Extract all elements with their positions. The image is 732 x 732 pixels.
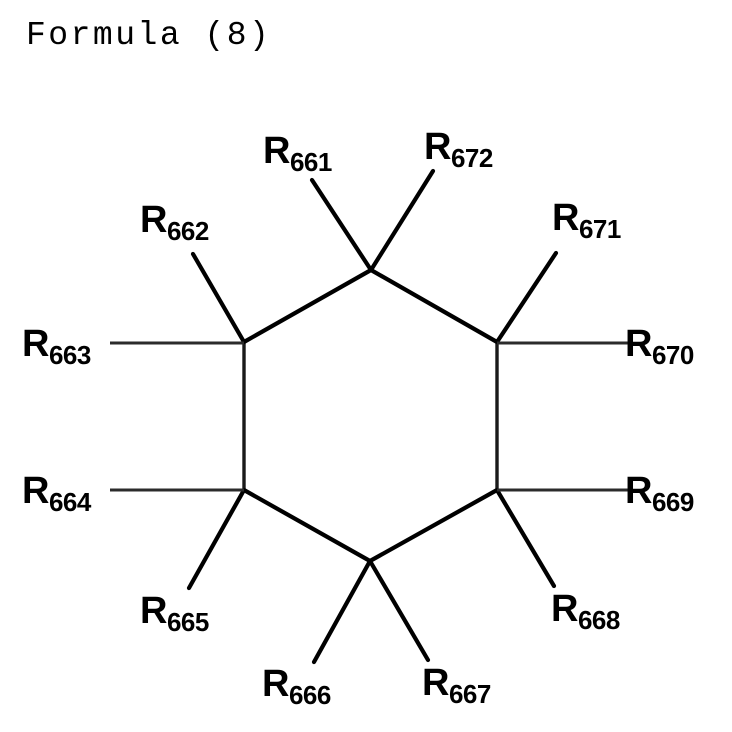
bond-to-R666 bbox=[311, 558, 373, 665]
bond-to-R667 bbox=[367, 558, 431, 663]
substituent-base-R670: R bbox=[625, 323, 652, 365]
substituent-label-R661: R661 bbox=[263, 130, 332, 177]
substituent-base-R667: R bbox=[422, 662, 449, 704]
substituent-subscript-R666: 666 bbox=[288, 680, 331, 710]
ring-bond-bottom-right bbox=[367, 487, 500, 564]
ring-bond-bottom-left bbox=[241, 487, 373, 564]
substituent-subscript-R668: 668 bbox=[577, 605, 620, 635]
substituent-label-R668: R668 bbox=[551, 588, 620, 635]
bond-to-R668 bbox=[494, 487, 557, 589]
substituent-subscript-R662: 662 bbox=[166, 216, 209, 246]
ring-side-bonds bbox=[242, 342, 499, 490]
substituent-base-R672: R bbox=[424, 126, 451, 168]
substituent-subscript-R661: 661 bbox=[289, 147, 332, 177]
substituent-subscript-R663: 663 bbox=[48, 340, 91, 370]
substituent-base-R665: R bbox=[140, 590, 167, 632]
horizontal-substituent-bonds bbox=[110, 341, 629, 492]
page-title: Formula (8) bbox=[26, 17, 272, 54]
substituent-base-R661: R bbox=[263, 130, 290, 172]
ring-bonds bbox=[241, 267, 500, 564]
substituent-base-R664: R bbox=[22, 470, 49, 512]
substituent-label-R670: R670 bbox=[625, 323, 694, 370]
substituent-label-R671: R671 bbox=[552, 197, 621, 244]
ring-bond-top-right bbox=[368, 267, 500, 345]
substituent-subscript-R665: 665 bbox=[166, 607, 209, 637]
substituent-base-R663: R bbox=[22, 323, 49, 365]
substituent-base-R662: R bbox=[140, 199, 167, 241]
substituent-base-R671: R bbox=[552, 197, 579, 239]
substituent-label-R665: R665 bbox=[140, 590, 209, 637]
bond-to-R671 bbox=[494, 250, 559, 345]
ring-bond-top-left bbox=[241, 267, 374, 345]
bond-to-R672 bbox=[368, 168, 436, 273]
substituent-subscript-R670: 670 bbox=[651, 340, 694, 370]
substituent-label-R669: R669 bbox=[625, 470, 694, 517]
substituent-label-R672: R672 bbox=[424, 126, 493, 173]
substituent-subscript-R669: 669 bbox=[651, 487, 694, 517]
substituent-subscript-R672: 672 bbox=[450, 143, 493, 173]
substituent-subscript-R671: 671 bbox=[578, 214, 621, 244]
substituent-base-R668: R bbox=[551, 588, 578, 630]
substituent-label-R667: R667 bbox=[422, 662, 491, 709]
substituent-label-R666: R666 bbox=[262, 663, 331, 710]
bond-to-R661 bbox=[309, 177, 374, 273]
substituent-label-R664: R664 bbox=[22, 470, 91, 517]
substituent-subscript-R664: 664 bbox=[48, 487, 91, 517]
substituent-label-R663: R663 bbox=[22, 323, 91, 370]
bond-to-R662 bbox=[190, 251, 247, 345]
substituent-bonds bbox=[186, 168, 559, 665]
substituent-label-R662: R662 bbox=[140, 199, 209, 246]
substituent-base-R669: R bbox=[625, 470, 652, 512]
substituent-base-R666: R bbox=[262, 663, 289, 705]
substituent-subscript-R667: 667 bbox=[448, 679, 491, 709]
bond-to-R665 bbox=[186, 487, 247, 591]
